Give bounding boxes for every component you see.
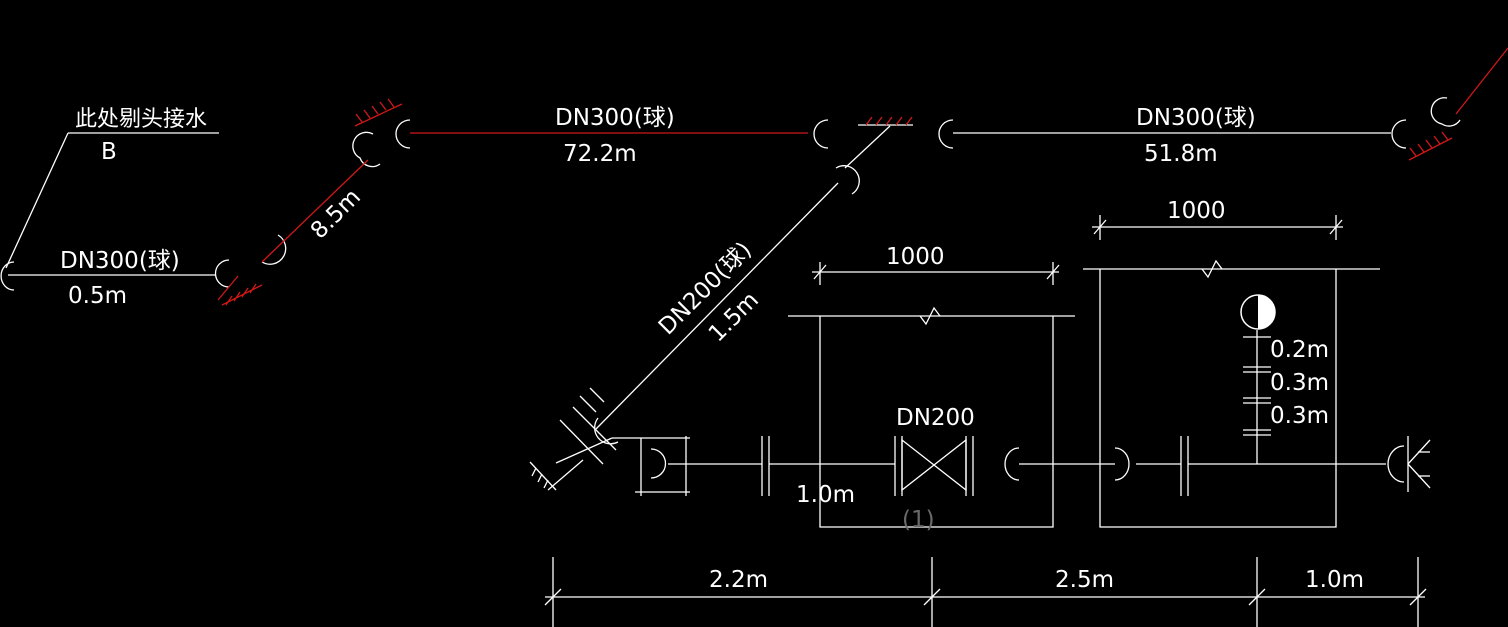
joint-tick-1 <box>559 419 604 465</box>
length-label-top-middle: 72.2m <box>563 141 637 167</box>
middle-diagonal <box>529 125 891 491</box>
note-text: 此处剔头接水 <box>75 107 207 132</box>
socket-joint-left-4 <box>395 119 411 149</box>
pipe-exit-top-right <box>1455 47 1508 115</box>
bottom-dimension <box>544 557 1427 627</box>
socket-joint-top-right-2 <box>1430 97 1461 127</box>
socket-end-left <box>0 261 15 291</box>
socket-joint-left-1 <box>214 259 230 288</box>
diagonal-stub-top <box>844 125 891 169</box>
top-section <box>813 97 1461 149</box>
valve-mark: (1) <box>902 507 935 533</box>
socket-joint-left-3 <box>352 131 381 168</box>
joint-tick-2 <box>572 406 617 451</box>
top-red-hatches <box>865 47 1508 161</box>
chamber-2-break <box>1201 259 1223 279</box>
hatch-base-top-left <box>354 103 403 127</box>
socket-joint-top-right <box>1391 119 1407 149</box>
bottom-pipeline <box>612 436 1431 496</box>
socket-joint-diagonal-bottom <box>594 417 619 445</box>
dim-label-1: 2.2m <box>709 567 768 593</box>
chamber-2-width: 1000 <box>1167 198 1226 224</box>
chamber-1-walls <box>819 316 1054 528</box>
bend-base <box>547 459 584 491</box>
bend-stub-left <box>217 275 239 301</box>
socket-bottom-2 <box>1004 447 1020 481</box>
socket-joint-top-1 <box>813 119 829 149</box>
dim-label-2: 2.5m <box>1055 567 1114 593</box>
left-red-lines <box>217 98 403 306</box>
pipe-diagonal-left <box>261 159 369 263</box>
socket-joint-top-2 <box>938 119 954 149</box>
dim-label-3: 1.0m <box>1305 567 1364 593</box>
length-label-top-right: 51.8m <box>1144 141 1218 167</box>
chamber-2-walls <box>1099 269 1337 528</box>
chamber-1-break <box>919 306 941 326</box>
stack-label-2: 0.3m <box>1270 370 1329 396</box>
left-section <box>0 119 411 291</box>
socket-joint-left-2 <box>261 234 287 265</box>
pipe-label-left: DN300(球) <box>60 248 180 274</box>
pipe-label-top-right: DN300(球) <box>1136 105 1256 131</box>
length-label-bottom-pipe: 1.0m <box>796 482 855 508</box>
socket-bottom-end <box>1387 445 1405 483</box>
hatch-base-top-right <box>1408 137 1453 161</box>
air-valve-fill <box>1258 295 1275 329</box>
stack-label-1: 0.2m <box>1270 337 1329 363</box>
note-leader-diagonal <box>5 132 69 269</box>
socket-bottom-3 <box>1114 447 1130 481</box>
chamber-1-width: 1000 <box>886 244 945 270</box>
chambers <box>788 215 1380 528</box>
diagonal-to-bend <box>555 437 613 464</box>
note-letter: B <box>101 139 117 165</box>
pipe-dn200-diagonal <box>594 182 839 431</box>
valve-size-label: DN200 <box>896 405 975 431</box>
socket-joint-diagonal-top <box>835 165 860 195</box>
stack-label-3: 0.3m <box>1270 403 1329 429</box>
pipe-label-top-middle: DN300(球) <box>555 105 675 131</box>
length-label-left: 0.5m <box>68 283 127 309</box>
socket-bottom-1 <box>650 448 667 479</box>
